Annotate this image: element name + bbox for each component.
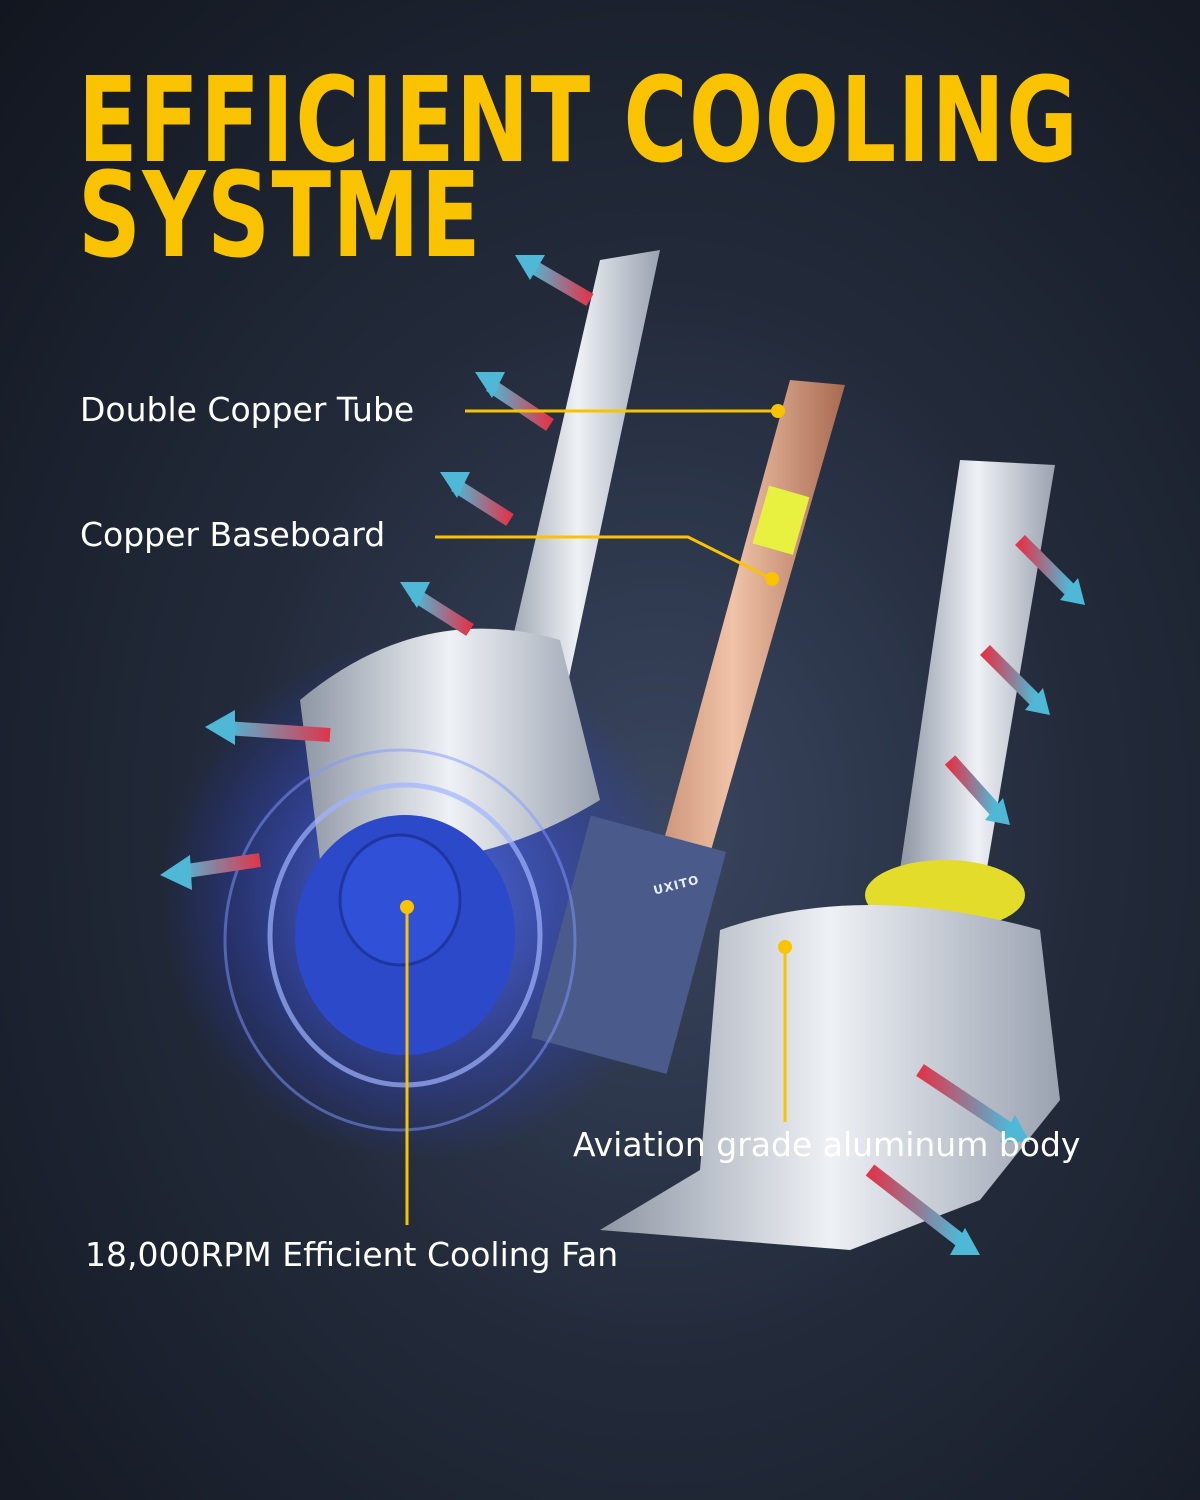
title-line-2: SYSTME (78, 146, 483, 284)
callout-cooling-fan: 18,000RPM Efficient Cooling Fan (85, 1235, 619, 1274)
left-bulb-heatsink (495, 250, 660, 720)
fan-hub (338, 833, 462, 967)
airflow-arrows (160, 255, 1085, 1255)
callout-double-copper-tube: Double Copper Tube (80, 390, 415, 429)
led-chip (752, 485, 810, 555)
title-line-1: EFFICIENT COOLING (78, 51, 1080, 189)
right-bulb-heatsink (900, 460, 1055, 880)
aluminum-body (600, 905, 1060, 1250)
callout-copper-baseboard: Copper Baseboard (80, 515, 386, 554)
callout-lines (405, 409, 787, 1225)
callout-aluminum-body: Aviation grade aluminum body (573, 1125, 1081, 1164)
driver-board (531, 815, 727, 1075)
